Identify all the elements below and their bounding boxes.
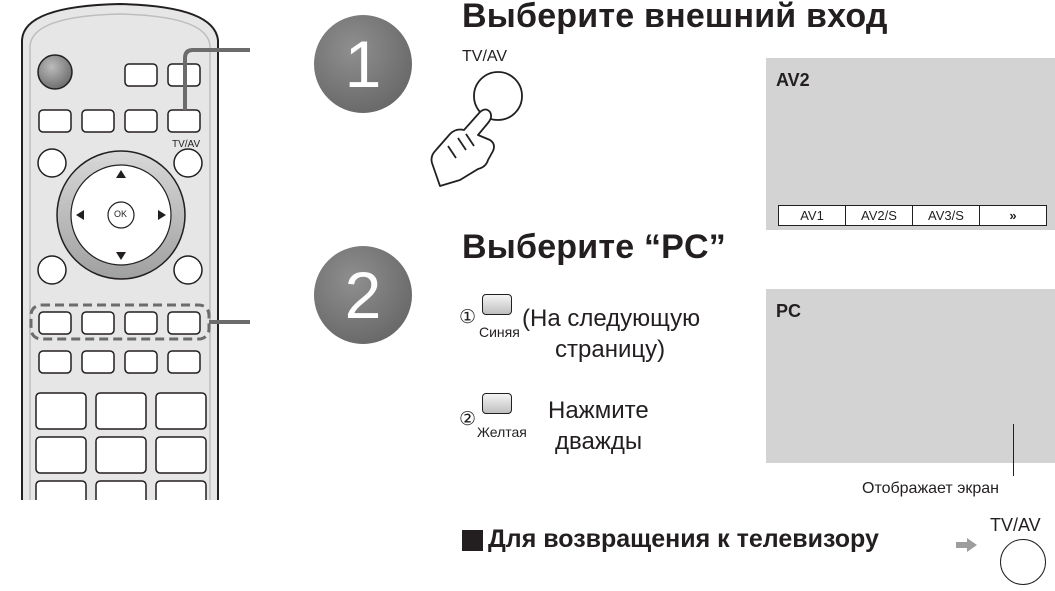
tab-av3s[interactable]: AV3/S <box>913 206 980 225</box>
tab-av1[interactable]: AV1 <box>779 206 846 225</box>
step-1-badge: 1 <box>314 15 412 113</box>
step-2-screen-caption: Отображает экран <box>862 480 999 497</box>
yellow-key-icon <box>482 393 512 414</box>
instruction-2-line1: Нажмите <box>548 397 649 424</box>
step-1-screen-title: AV2 <box>776 70 810 90</box>
remote-control-illustration <box>21 2 250 500</box>
step-1-screen: AV2 AV1 AV2/S AV3/S » <box>766 58 1055 230</box>
arrow-right-icon <box>956 538 977 552</box>
tab-next[interactable]: » <box>1009 208 1017 223</box>
footer-tvav-button[interactable] <box>1000 539 1046 585</box>
ok-button <box>107 201 135 229</box>
remote-ok-label: OK <box>114 209 128 219</box>
step-2-screen: PC <box>766 289 1055 463</box>
step-1-button-label: TV/AV <box>462 48 508 65</box>
step-2-title: Выберите “PC” <box>462 228 727 266</box>
step-1-title: Выберите внешний вход <box>462 0 888 35</box>
yellow-key-label: Желтая <box>477 424 527 440</box>
instruction-1-line2: страницу) <box>555 336 666 363</box>
instruction-2-marker: ② <box>459 409 477 430</box>
pressing-hand-icon <box>430 71 523 187</box>
power-button <box>37 54 73 90</box>
footer-text: Для возвращения к телевизору <box>488 525 879 553</box>
instruction-1-line1: (На следующую <box>522 305 701 332</box>
instruction-2-line2: дважды <box>555 428 643 455</box>
footer-button-label: TV/AV <box>990 515 1041 535</box>
instruction-1-marker: ① <box>459 307 477 328</box>
tvav-button <box>473 71 523 121</box>
step-2-screen-title: PC <box>776 301 802 321</box>
remote-tvav-label: TV/AV <box>172 139 201 150</box>
blue-key-label: Синяя <box>479 324 520 340</box>
bullet-square-icon <box>462 530 483 551</box>
step-2-badge: 2 <box>314 246 412 344</box>
caption-pointer-line <box>1013 424 1014 476</box>
blue-key-icon <box>482 294 512 315</box>
input-tab-bar: AV1 AV2/S AV3/S » <box>778 205 1047 226</box>
tab-av2s[interactable]: AV2/S <box>846 206 913 225</box>
